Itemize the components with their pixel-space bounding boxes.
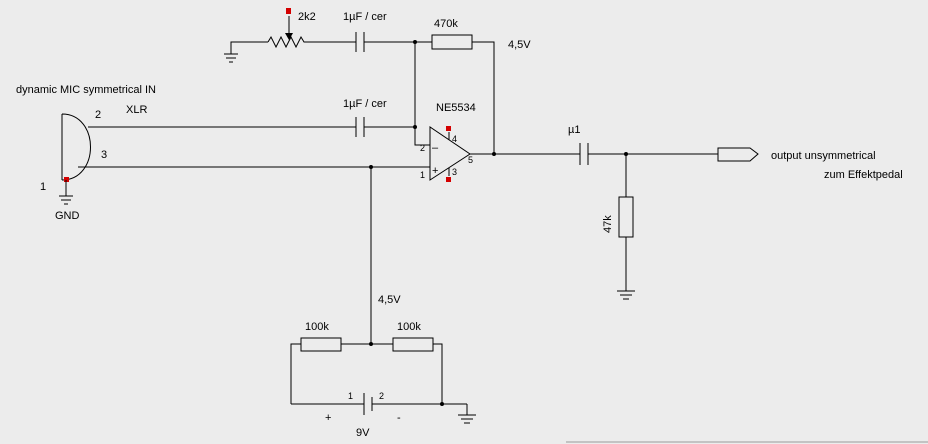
ground-icon-battery (458, 404, 476, 424)
xlr-pin1: 1 (40, 181, 46, 193)
battery-pin1: 1 (348, 391, 353, 401)
gnd-label: GND (55, 210, 80, 222)
xlr-pin3: 3 (101, 149, 107, 161)
xlr-label: XLR (126, 104, 147, 116)
mic-title: dynamic MIC symmetrical IN (16, 84, 156, 96)
cap-mid-label: 1µF / cer (343, 98, 387, 110)
res-feedback-label: 470k (434, 18, 458, 30)
res-out-label: 47k (602, 215, 614, 233)
opamp-pin-3: 3 (452, 167, 457, 177)
opamp-minus: – (432, 142, 439, 154)
battery-label: 9V (356, 427, 370, 439)
xlr-pin2: 2 (95, 109, 101, 121)
output-label-line1: output unsymmetrical (771, 150, 876, 162)
cap-top-label: 1µF / cer (343, 11, 387, 23)
output-connector-icon (717, 147, 759, 162)
opamp-pin-noninv: 1 (420, 170, 425, 180)
output-label-line2: zum Effektpedal (824, 169, 903, 181)
resistor-icon-470k (431, 34, 473, 50)
potentiometer-icon (267, 8, 345, 49)
pot-label: 2k2 (298, 11, 316, 23)
capacitor-icon-top (345, 32, 415, 52)
ground-icon-out (617, 290, 635, 300)
battery-minus: - (397, 412, 401, 424)
opamp-pin-inv: 2 (420, 143, 425, 153)
res-div2-label: 100k (397, 321, 421, 333)
opamp-icon (429, 126, 494, 182)
xlr-connector-icon (61, 113, 91, 182)
capacitor-icon-out (579, 143, 718, 165)
opamp-pin-4: 4 (452, 134, 457, 144)
opamp-plus: + (432, 165, 438, 177)
ground-icon-pot (224, 53, 238, 63)
bias-mid-label: 4,5V (378, 294, 401, 306)
ground-icon-xlr (59, 195, 73, 205)
resistor-icon-47k (618, 196, 634, 238)
cap-out-label: µ1 (568, 124, 580, 136)
capacitor-icon-mid (355, 117, 415, 137)
resistor-icon-100k-right (392, 337, 434, 352)
battery-plus: + (325, 412, 331, 424)
opamp-label: NE5534 (436, 102, 476, 114)
opamp-pin-5: 5 (468, 155, 473, 165)
battery-pin2: 2 (379, 391, 384, 401)
bias-top-label: 4,5V (508, 39, 531, 51)
battery-icon (291, 393, 467, 415)
resistor-icon-100k-left (300, 337, 342, 352)
res-div1-label: 100k (305, 321, 329, 333)
